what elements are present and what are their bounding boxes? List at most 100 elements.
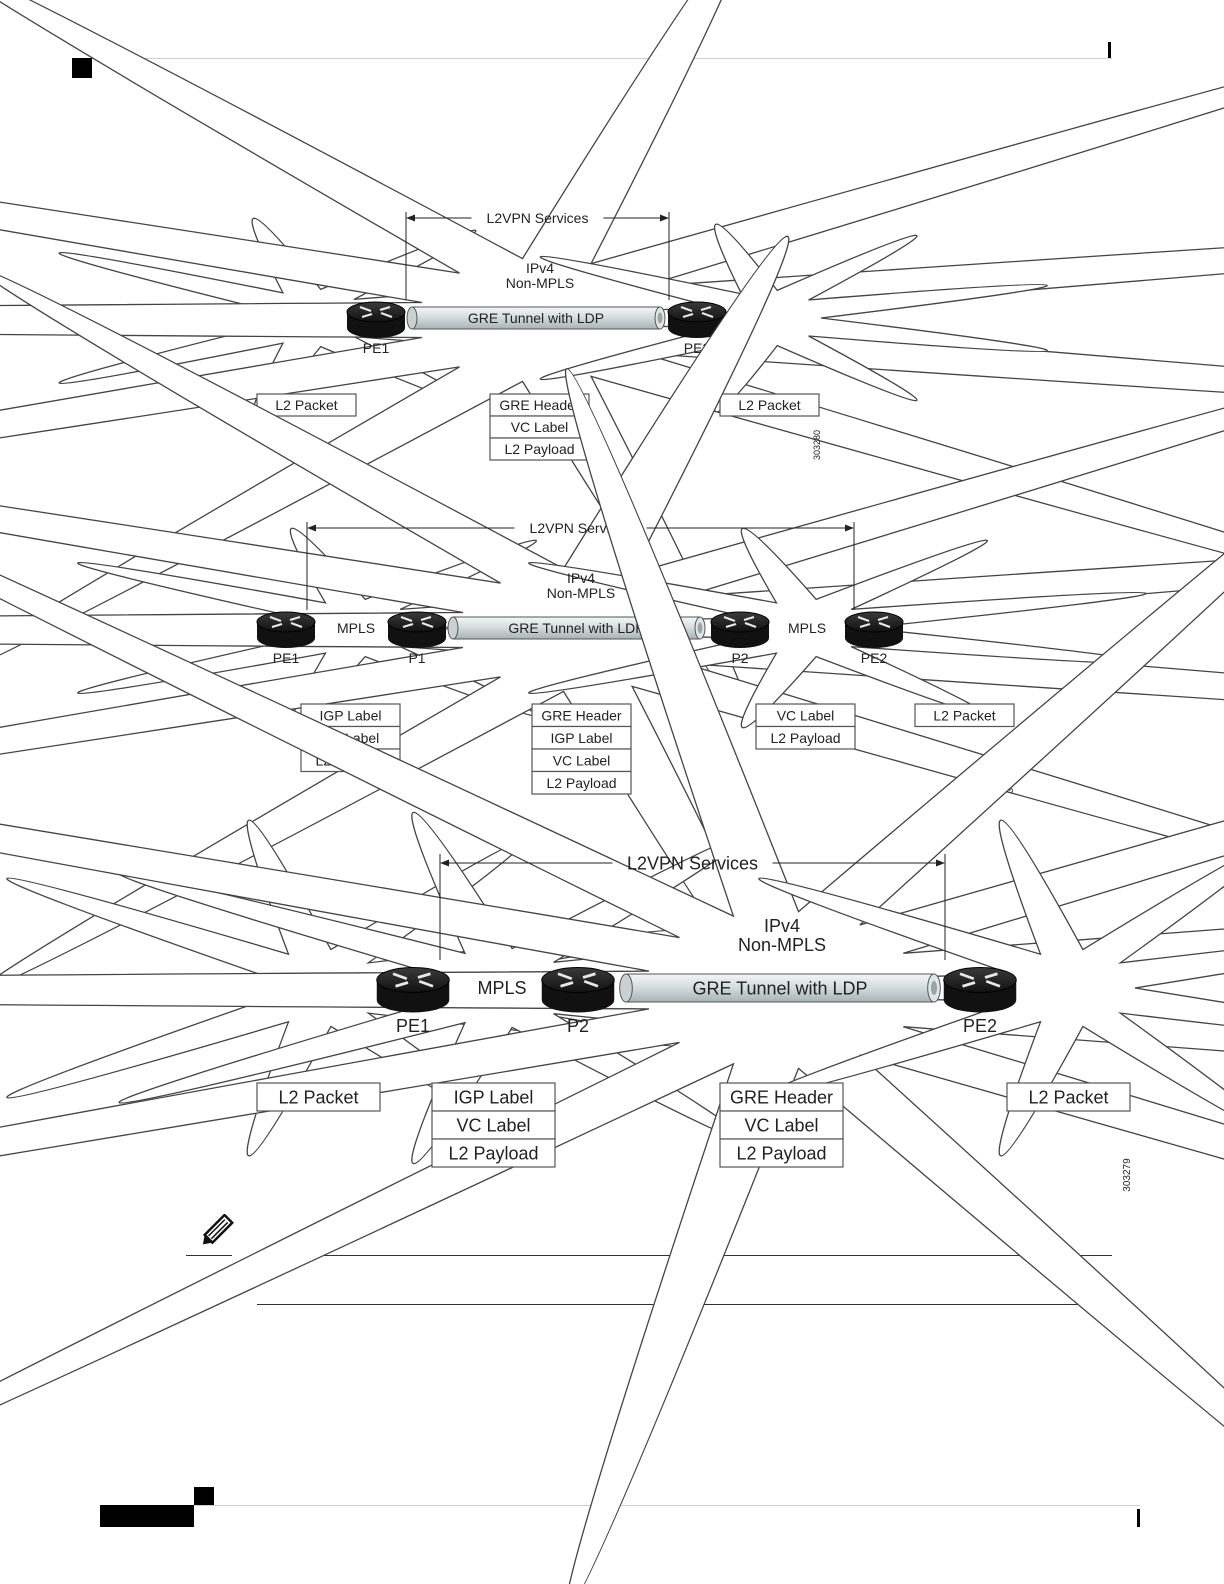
- d2-router-pe1: [256, 611, 316, 648]
- d3-stack-core-cell-label: L2 Payload: [736, 1143, 826, 1163]
- d2-gre-tunnel-label: GRE Tunnel with LDP: [508, 620, 644, 636]
- d1-stack-right-cell-label: L2 Packet: [738, 397, 800, 413]
- d3-router-pe1-top: [376, 967, 450, 993]
- d1-router-pe1-arrow-mark: [379, 305, 391, 312]
- d3-router-pe2-top: [943, 967, 1017, 993]
- d3-router-pe1: [376, 967, 450, 1013]
- d2-stack-p2-pe2-cell-label: VC Label: [777, 707, 835, 723]
- d1-figure-id: 303280: [812, 430, 822, 460]
- d2-router-pe1-arrow-mark: [269, 615, 282, 623]
- d1-router-pe2: [667, 301, 727, 338]
- d1-router-pe1-top: [346, 301, 406, 323]
- d3-gre-tunnel-right-hole: [930, 981, 938, 995]
- d3-stack-core-cell-label: GRE Header: [730, 1087, 833, 1107]
- d3-stack-core-cell: [719, 1082, 844, 1112]
- d2-router-p1-arrow-mark: [402, 622, 414, 629]
- d3-label-pe2: PE2: [963, 1016, 997, 1036]
- d1-router-pe1-arrow-mark: [380, 311, 393, 319]
- d2-stack-right: L2 Packet: [914, 703, 1015, 728]
- footer-block: [100, 1505, 194, 1527]
- d2-router-pe2-arrow-mark: [877, 615, 889, 622]
- d1-core-label-line2: Non-MPLS: [506, 275, 574, 291]
- d2-router-pe1-arrow-mark: [289, 615, 301, 622]
- d2-stack-core-cell-label: IGP Label: [550, 730, 612, 746]
- d1-router-pe1: [346, 301, 406, 338]
- d2-router-pe2-arrow-mark: [857, 615, 870, 623]
- d3-router-p2-arrow-mark: [560, 981, 574, 988]
- header-corner-mark: [72, 58, 92, 78]
- d2-router-pe2-arrow-mark: [859, 622, 871, 629]
- d3-router-pe1-arrow-mark: [395, 981, 409, 988]
- d1-l2vpn-span: L2VPN Services: [405, 210, 670, 300]
- d3-stack-left-cell-label: L2 Packet: [278, 1087, 358, 1107]
- d3-router-p2-arrow-mark: [557, 972, 573, 981]
- d3-stack-pe1-p2-cell-label: L2 Payload: [448, 1143, 538, 1163]
- d2-router-p1-arrow-mark: [421, 621, 434, 629]
- d1-gre-tunnel: GRE Tunnel with LDP: [406, 306, 666, 330]
- d2-router-pe1-arrow-mark: [290, 621, 303, 629]
- d2-router-p2-arrow-mark: [725, 622, 737, 629]
- d3-stack-right-cell: [1006, 1082, 1131, 1112]
- d1-router-pe1-arrow-mark: [359, 305, 372, 313]
- d1-router-pe2-top: [667, 301, 727, 323]
- footer-rule: [194, 1505, 1140, 1506]
- d3-stack-pe1-p2: IGP Label VC Label L2 Payload: [431, 1082, 556, 1168]
- d2-stack-core-cell-label: VC Label: [553, 752, 611, 768]
- d3-stack-pe1-p2-cell-label: VC Label: [456, 1115, 530, 1135]
- d3-figure-id: 303279: [1122, 1158, 1133, 1192]
- header-rule: [72, 58, 1112, 59]
- d2-gre-tunnel-left-cap: [447, 616, 459, 640]
- d3-stack-right: L2 Packet: [1006, 1082, 1131, 1112]
- d1-stack-right: L2 Packet: [719, 393, 820, 417]
- d2-gre-tunnel-right-hole: [697, 622, 703, 634]
- d3-stack-pe1-p2-cell-label: IGP Label: [454, 1087, 534, 1107]
- d2-stack-core-cell: [531, 770, 632, 795]
- d1-stack-right-cell: [719, 393, 820, 417]
- d2-stack-right-cell: [914, 703, 1015, 728]
- d2-label-p1: P1: [408, 650, 425, 666]
- d2-router-p2: [710, 611, 770, 648]
- d1-l2vpn-span-label: L2VPN Services: [487, 210, 589, 226]
- d1-label-pe1: PE1: [363, 340, 390, 356]
- d3-router-pe2-arrow-mark: [959, 972, 975, 981]
- d3-stack-pe1-p2-cell: [431, 1110, 556, 1140]
- d2-label-pe2: PE2: [861, 650, 888, 666]
- d2-router-p2-arrow-mark: [723, 615, 736, 623]
- d1-router-pe2-arrow-mark: [701, 311, 714, 319]
- d2-label-p2: P2: [731, 650, 748, 666]
- d3-stack-core-cell: [719, 1138, 844, 1168]
- d3-router-p2-arrow-mark: [582, 972, 596, 979]
- d3-label-p2: P2: [567, 1016, 589, 1036]
- d3-gre-tunnel-label: GRE Tunnel with LDP: [692, 978, 867, 998]
- d1-stack-left: L2 Packet: [256, 393, 357, 417]
- d1-stack-core-cell-label: VC Label: [511, 419, 569, 435]
- d1-router-pe2-arrow-mark: [700, 305, 712, 312]
- d2-label-pe1: PE1: [273, 650, 300, 666]
- d2-router-p2-arrow-mark: [744, 621, 757, 629]
- d3-stack-core-cell-label: VC Label: [744, 1115, 818, 1135]
- d1-stack-left-cell: [256, 393, 357, 417]
- d2-router-pe2: [844, 611, 904, 648]
- d2-core-label-line1: IPv4: [567, 570, 595, 586]
- d1-router-pe1-arrow-mark: [361, 312, 373, 319]
- d3-stack-core-cell: [719, 1110, 844, 1140]
- d1-core-label-line1: IPv4: [526, 260, 554, 276]
- d2-stack-right-cell-label: L2 Packet: [933, 707, 995, 723]
- d3-stack-pe1-p2-cell: [431, 1138, 556, 1168]
- d2-router-pe1-top: [256, 611, 316, 633]
- note-short-rule: [186, 1255, 232, 1256]
- d2-stack-p2-pe2: VC Label L2 Payload: [755, 703, 856, 750]
- d3-router-p2-arrow-mark: [583, 979, 599, 988]
- d3-stack-left-cell: [256, 1082, 381, 1112]
- d3-label-pe1: PE1: [396, 1016, 430, 1036]
- d1-stack-core-cell-label: L2 Payload: [504, 441, 574, 457]
- d3-l2vpn-span-label: L2VPN Services: [627, 853, 758, 873]
- d2-stack-p2-pe2-cell-label: L2 Payload: [770, 730, 840, 746]
- d2-stack-pe1-p1-cell-label: IGP Label: [319, 707, 381, 723]
- d3-gre-tunnel: GRE Tunnel with LDP: [619, 973, 941, 1003]
- d1-stack-left-cell-label: L2 Packet: [275, 397, 337, 413]
- footer-end-mark: [1137, 1509, 1140, 1527]
